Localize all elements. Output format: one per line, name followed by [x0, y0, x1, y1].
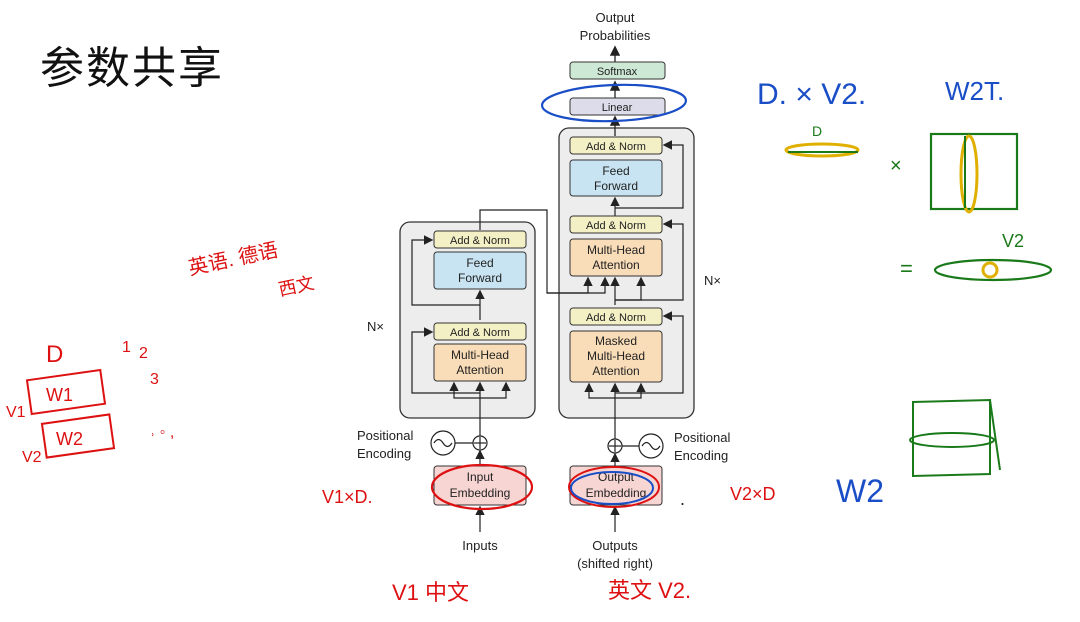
annot-english-v2: 英文 V2.: [608, 578, 691, 603]
green-cylinder: [912, 398, 991, 478]
decoder-add-norm-2: [569, 215, 663, 234]
slide-title: 参数共享: [40, 43, 224, 94]
annot-v2-d: V2×D: [730, 484, 776, 504]
input-embedding-label-2: Embedding: [450, 486, 511, 500]
annot-dot: .: [680, 489, 685, 509]
input-embedding-label-1: Input: [467, 470, 494, 484]
annot-num-3: 3: [150, 371, 159, 388]
decoder-add-norm-1-label: Add & Norm: [586, 312, 646, 324]
encoder-add-norm-1: [433, 322, 527, 341]
output-probabilities-line1: Output: [595, 10, 634, 25]
linear-box: [569, 97, 666, 116]
red-circle-output-embedding: [568, 466, 660, 508]
encoder-multi-head-attention: [433, 343, 527, 382]
annot-v2: V2: [22, 449, 42, 466]
encoder-add-norm-2-label: Add & Norm: [450, 235, 510, 247]
linear-label: Linear: [602, 102, 633, 114]
annot-num-2: 2: [139, 345, 148, 362]
red-circle-input-embedding: [430, 463, 534, 511]
decoder-feed-forward-label-2: Forward: [594, 179, 638, 193]
annot-w1-box: [25, 368, 107, 416]
output-embedding-label-2: Embedding: [586, 486, 647, 500]
green-matrix-w2t: [929, 132, 1019, 211]
yellow-ellipse-d: [784, 142, 860, 158]
outputs-label-2: (shifted right): [577, 556, 653, 571]
decoder-feed-forward-label-1: Feed: [602, 164, 629, 178]
annot-green-times: ×: [890, 155, 902, 177]
annot-green-v2: V2: [1002, 231, 1024, 251]
softmax-label: Softmax: [597, 66, 638, 78]
encoder-positional-label-2: Encoding: [357, 446, 411, 461]
annot-v1: V1: [6, 404, 26, 421]
annot-w2: W2: [56, 429, 83, 449]
annot-num-1: 1: [122, 339, 131, 356]
decoder-add-norm-3: [569, 136, 663, 155]
annot-green-equals: =: [900, 256, 913, 281]
decoder-masked-label-1: Masked: [595, 334, 637, 348]
annot-v1-d: V1×D.: [322, 487, 373, 507]
yellow-ellipse-column: [959, 134, 979, 214]
decoder-multi-head-attention: [569, 238, 663, 277]
inputs-label: Inputs: [462, 538, 498, 553]
annot-w2-box: [40, 413, 116, 459]
decoder-add-norm-1: [569, 307, 663, 326]
annot-w2-blue: W2: [836, 473, 884, 509]
annot-w1: W1: [46, 385, 73, 405]
decoder-add-norm-2-label: Add & Norm: [586, 220, 646, 232]
annot-d: D: [46, 341, 63, 368]
softmax-box: [569, 61, 666, 80]
decoder-feed-forward: [569, 159, 663, 197]
encoder-feed-forward-label-2: Forward: [458, 271, 502, 285]
green-ellipse-result: [933, 258, 1053, 282]
encoder-add-norm-2: [433, 230, 527, 249]
annot-v1-chinese: V1 中文: [392, 580, 469, 605]
decoder-masked-label-2: Multi-Head: [587, 349, 645, 363]
blue-circle-output-embedding: [570, 471, 654, 505]
decoder-positional-label-1: Positional: [674, 430, 730, 445]
decoder-masked-mha: [569, 330, 663, 383]
annot-green-d: D: [812, 123, 822, 139]
decoder-positional-label-2: Encoding: [674, 448, 728, 463]
annot-w2-transpose: W2T.: [945, 76, 1004, 106]
encoder-add-norm-1-label: Add & Norm: [450, 327, 510, 339]
annot-western: 西文: [277, 273, 316, 300]
annot-english-german: 英语. 德语: [186, 238, 280, 279]
decoder-masked-label-3: Attention: [592, 364, 639, 378]
encoder-nx-label: N×: [367, 319, 384, 334]
decoder-add-norm-3-label: Add & Norm: [586, 141, 646, 153]
decoder-nx-label: N×: [704, 273, 721, 288]
yellow-dot-result: [981, 261, 999, 279]
blue-circle-linear: [540, 83, 688, 123]
decoder-mha-label-2: Attention: [592, 258, 639, 272]
annot-d-times-v2: D. × V2.: [757, 78, 866, 111]
encoder-mha-label-2: Attention: [456, 363, 503, 377]
encoder-positional-label-1: Positional: [357, 428, 413, 443]
encoder-stack: [399, 221, 536, 419]
output-probabilities-line2: Probabilities: [580, 28, 651, 43]
encoder-feed-forward-label-1: Feed: [466, 256, 493, 270]
encoder-feed-forward: [433, 251, 527, 290]
outputs-label-1: Outputs: [592, 538, 638, 553]
decoder-mha-label-1: Multi-Head: [587, 243, 645, 257]
annot-dots: ˒ ◦ ,: [150, 424, 174, 441]
encoder-mha-label-1: Multi-Head: [451, 348, 509, 362]
